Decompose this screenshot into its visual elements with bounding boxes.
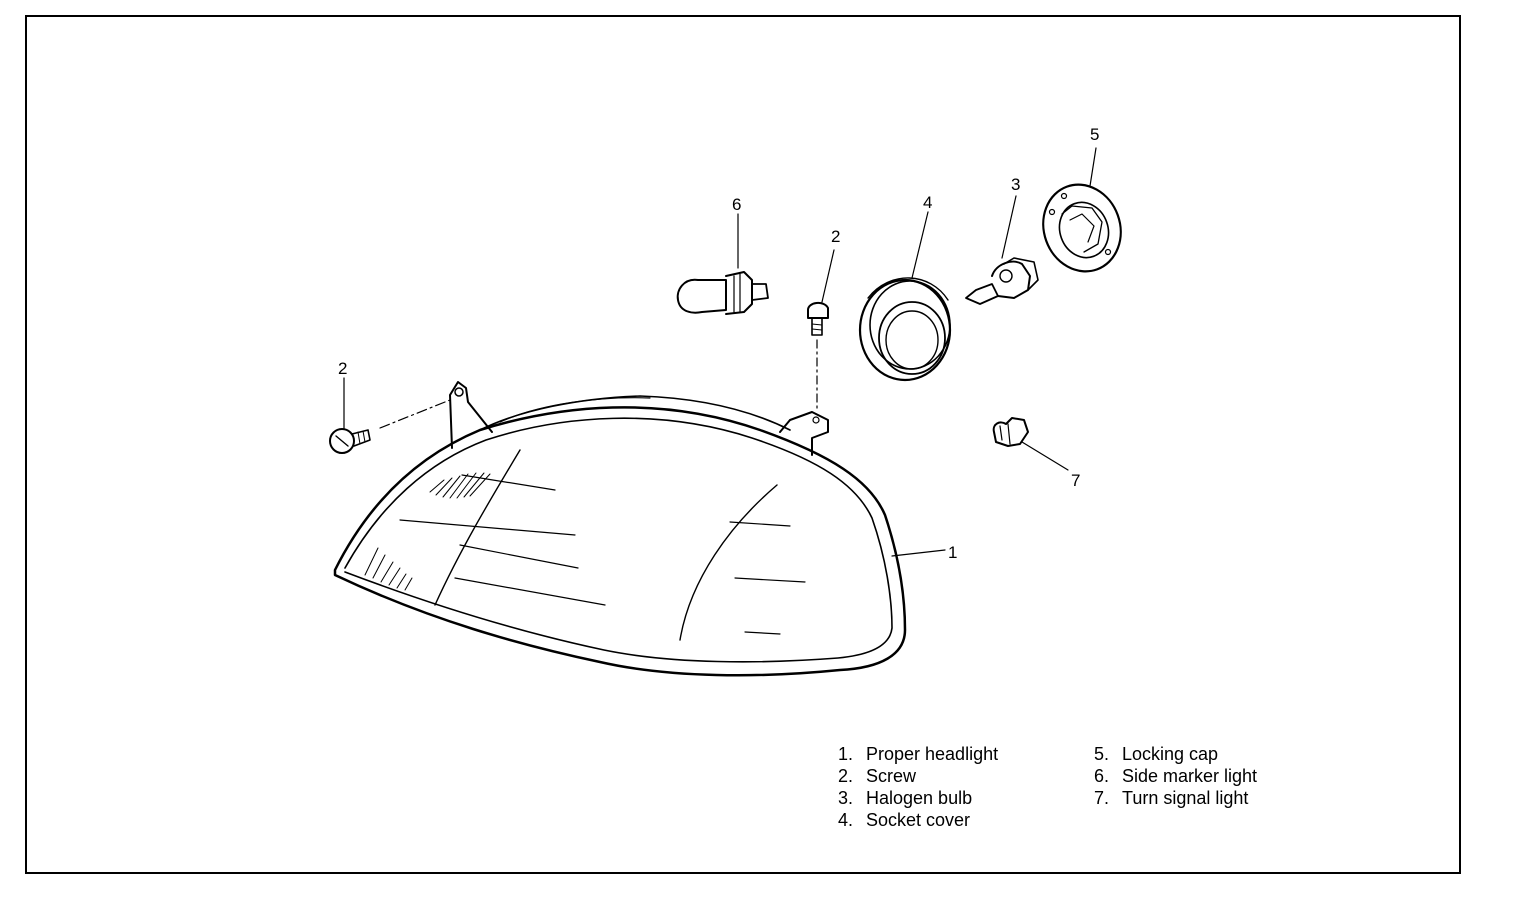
legend-item: 6. Side marker light (1094, 765, 1257, 787)
legend-number: 6. (1094, 766, 1110, 786)
socket-cover (858, 211, 952, 382)
legend-number: 3. (838, 788, 854, 808)
screw-left (329, 377, 451, 454)
locking-cap (1042, 147, 1122, 273)
screw-top (807, 249, 835, 413)
legend-label: Proper headlight (866, 744, 999, 764)
legend-right-column: 5. Locking cap 6. Side marker light 7. Turn… (1094, 743, 1257, 809)
callout-4: 4 (923, 193, 932, 212)
callout-5: 5 (1090, 125, 1099, 144)
legend-left-column: 1. Proper headlight 2. Screw 3. Halogen bul… (838, 743, 998, 831)
callout-1: 1 (948, 543, 957, 562)
callout-3: 3 (1011, 175, 1020, 194)
callout-2-top: 2 (831, 227, 840, 246)
legend-item: 4. Socket cover (838, 809, 998, 831)
legend-number: 5. (1094, 744, 1110, 764)
diagram-frame (25, 15, 1461, 874)
legend-number: 1. (838, 744, 854, 764)
legend-item: 3. Halogen bulb (838, 787, 998, 809)
legend-number: 2. (838, 766, 854, 786)
legend-number: 4. (838, 810, 854, 830)
legend-label: Locking cap (1122, 744, 1219, 764)
halogen-bulb (965, 195, 1039, 305)
legend-label: Side marker light (1122, 766, 1258, 786)
legend-label: Screw (866, 766, 917, 786)
legend-label: Halogen bulb (866, 788, 973, 808)
turn-signal-light (992, 417, 1069, 471)
legend-item: 7. Turn signal light (1094, 787, 1257, 809)
legend-number: 7. (1094, 788, 1110, 808)
legend-item: 1. Proper headlight (838, 743, 998, 765)
side-marker-light (676, 213, 769, 315)
callout-2-left: 2 (338, 359, 347, 378)
legend-label: Turn signal light (1122, 788, 1249, 808)
callout-7: 7 (1071, 471, 1080, 490)
proper-headlight (333, 381, 946, 677)
callout-6: 6 (732, 195, 741, 214)
legend-label: Socket cover (866, 810, 971, 830)
legend-item: 5. Locking cap (1094, 743, 1257, 765)
legend-item: 2. Screw (838, 765, 998, 787)
